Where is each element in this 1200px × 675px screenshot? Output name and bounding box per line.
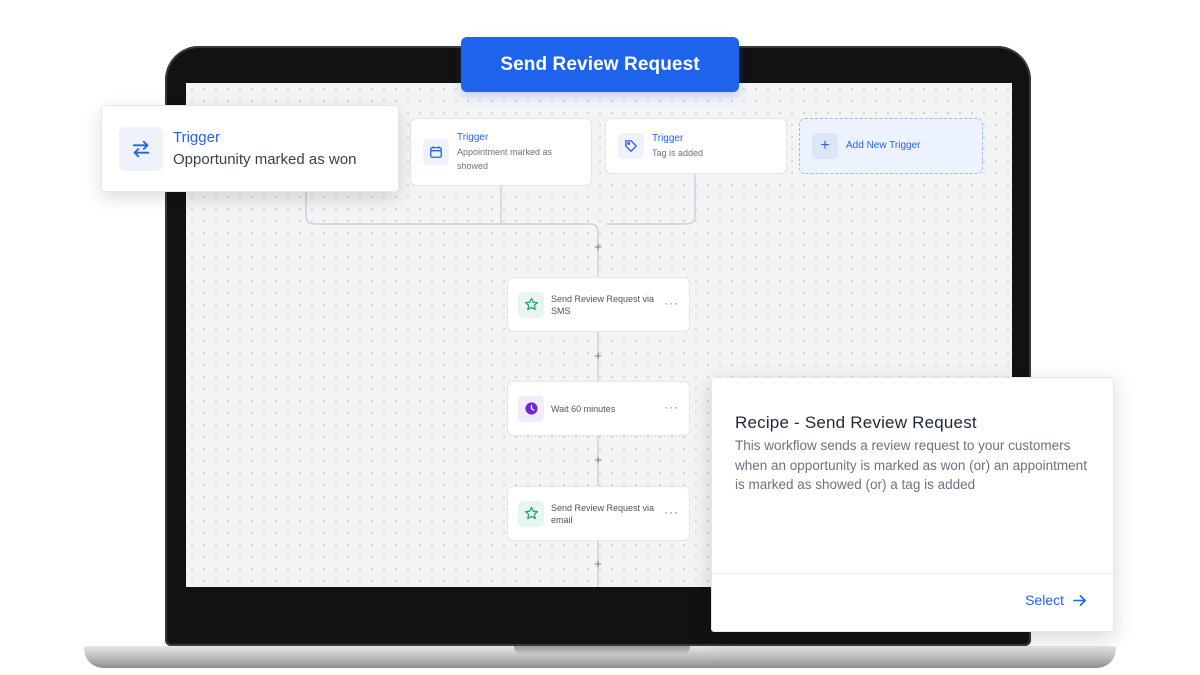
- page-title-banner: Send Review Request: [461, 37, 739, 92]
- add-step-button[interactable]: +: [594, 556, 602, 571]
- more-options-icon[interactable]: ···: [664, 400, 679, 414]
- action-label: Send Review Request via email: [551, 502, 655, 525]
- arrows-swap-icon: [119, 126, 163, 171]
- action-card-sms[interactable]: Send Review Request via SMS ···: [507, 277, 690, 332]
- plus-icon: +: [812, 133, 838, 159]
- clock-icon: [518, 395, 544, 422]
- add-step-button[interactable]: +: [594, 348, 602, 363]
- star-review-icon: [518, 291, 544, 318]
- trigger-description: Appointment marked as showed: [457, 147, 553, 171]
- arrow-right-icon: [1072, 593, 1087, 608]
- trigger-card-opportunity[interactable]: Trigger Opportunity marked as won: [101, 105, 399, 192]
- trigger-card-appointment[interactable]: Trigger Appointment marked as showed: [410, 118, 592, 186]
- trigger-description: Opportunity marked as won: [173, 150, 357, 168]
- trigger-label: Trigger: [457, 132, 489, 143]
- action-label: Wait 60 minutes: [551, 403, 616, 414]
- more-options-icon[interactable]: ···: [664, 296, 679, 310]
- select-recipe-button[interactable]: Select: [1025, 592, 1087, 608]
- more-options-icon[interactable]: ···: [664, 505, 679, 519]
- action-label: Send Review Request via SMS: [551, 293, 655, 316]
- recipe-card: Recipe - Send Review Request This workfl…: [711, 377, 1114, 632]
- calendar-icon: [423, 139, 449, 165]
- divider: [712, 573, 1113, 574]
- trigger-description: Tag is added: [652, 148, 704, 158]
- select-label: Select: [1025, 592, 1064, 608]
- recipe-description: This workflow sends a review request to …: [735, 438, 1087, 492]
- trigger-card-tag[interactable]: Trigger Tag is added: [605, 118, 787, 174]
- trigger-label: Trigger: [652, 133, 684, 144]
- action-card-email[interactable]: Send Review Request via email ···: [507, 486, 690, 541]
- add-new-trigger-button[interactable]: + Add New Trigger: [799, 118, 983, 174]
- trigger-label: Trigger: [173, 128, 220, 146]
- laptop-notch: [514, 646, 690, 655]
- tag-icon: [618, 133, 644, 159]
- laptop-base: [84, 646, 1116, 668]
- add-step-button[interactable]: +: [594, 452, 602, 467]
- star-review-icon: [518, 500, 544, 527]
- add-trigger-label: Add New Trigger: [846, 140, 921, 151]
- action-card-wait[interactable]: Wait 60 minutes ···: [507, 381, 690, 436]
- add-step-button[interactable]: +: [594, 239, 602, 254]
- recipe-title: Recipe - Send Review Request: [735, 413, 977, 432]
